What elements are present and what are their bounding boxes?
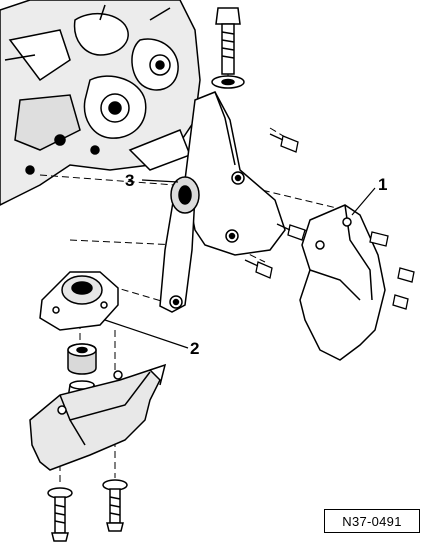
- support-bracket-bolts: [369, 231, 415, 310]
- leader-lines: [104, 179, 376, 349]
- reference-code: N37-0491: [342, 513, 402, 529]
- rubber-mount: [39, 271, 119, 399]
- top-bolt: [211, 7, 245, 89]
- engine-block: [0, 0, 201, 206]
- callout-label-3: 3: [125, 171, 135, 190]
- subframe-panel: [29, 363, 167, 471]
- callout-label-1: 1: [378, 175, 388, 194]
- callout-label-2: 2: [190, 339, 200, 358]
- support-bracket: [299, 204, 386, 361]
- bracket-bolts: [244, 133, 306, 279]
- reference-code-box: N37-0491: [324, 509, 420, 533]
- lower-bolts: [47, 479, 128, 542]
- engine-mount-bracket: [159, 91, 286, 313]
